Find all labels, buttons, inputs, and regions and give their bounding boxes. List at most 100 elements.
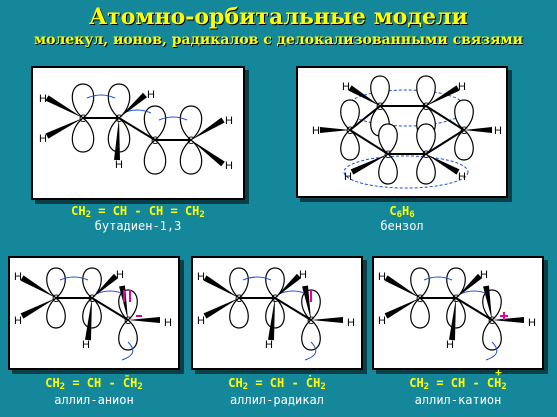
hydrogen-atom-label: H	[39, 133, 47, 145]
wedge-bond	[464, 127, 492, 133]
hydrogen-atom-label: H	[312, 125, 320, 137]
pi-overlap-line	[59, 276, 89, 281]
p-orbital-lobe	[340, 99, 360, 131]
carbon-atom-label: C	[376, 101, 384, 113]
p-orbital-lobe	[143, 105, 167, 141]
wedge-bond	[384, 275, 420, 298]
pi-cloud-bottom	[343, 155, 469, 189]
p-orbital-lobe	[143, 139, 167, 175]
wedge-bond	[492, 317, 524, 323]
hydrogen-atom-label: H	[342, 81, 350, 93]
benzene-formula: C6H6	[389, 204, 415, 220]
pi-overlap-line	[485, 341, 498, 361]
hydrogen-atom-label: H	[265, 339, 273, 351]
p-orbital-lobe	[229, 267, 249, 299]
carbon-atom-label: C	[422, 149, 430, 161]
hydrogen-atom-label: H	[147, 89, 155, 101]
wedge-bond	[456, 273, 483, 298]
wedge-bond	[85, 298, 92, 341]
p-orbital-lobe	[454, 129, 474, 161]
wedge-bond	[128, 317, 160, 323]
p-orbital-lobe	[410, 297, 430, 329]
wedge-bond	[320, 127, 350, 133]
wedge-bond	[449, 298, 456, 341]
sigma-bond	[118, 117, 156, 141]
butadiene-name: бутадиен-1,3	[94, 219, 182, 233]
p-orbital-lobe	[46, 267, 66, 299]
pi-overlap-line	[242, 276, 272, 281]
sigma-bond	[349, 105, 381, 131]
pi-overlap-line	[158, 116, 188, 121]
hydrogen-atom-label: H	[378, 315, 386, 327]
carbon-atom-label: C	[460, 125, 468, 137]
p-orbital-lobe	[229, 297, 249, 329]
hydrogen-atom-label: H	[344, 171, 352, 183]
p-orbital-lobe	[301, 319, 321, 351]
hydrogen-atom-label: H	[225, 115, 233, 127]
pi-overlap-line	[423, 276, 453, 281]
carbon-atom-label: C	[88, 293, 96, 305]
hydrogen-atom-label: H	[14, 315, 22, 327]
wedge-bond	[350, 154, 388, 175]
butadiene-formula: CH2 = CH - CH = CH2	[71, 204, 205, 220]
hydrogen-atom-label: H	[458, 171, 466, 183]
benzene-name: бензол	[380, 219, 424, 233]
pi-overlap-line	[86, 94, 116, 99]
wedge-bond	[45, 95, 83, 118]
wedge-bond	[483, 285, 492, 320]
hydrogen-atom-label: H	[494, 125, 502, 137]
pi-overlap-line	[304, 341, 317, 361]
hydrogen-atom-label: H	[458, 81, 466, 93]
p-orbital-lobe	[454, 99, 474, 131]
p-orbital-lobe	[378, 153, 398, 185]
wedge-bond	[20, 298, 56, 319]
p-orbital-lobe	[71, 83, 95, 119]
carbon-atom-label: C	[384, 149, 392, 161]
carbon-atom-label: C	[79, 113, 87, 125]
sigma-bond	[274, 297, 312, 321]
wedge-bond	[384, 298, 420, 319]
wedge-bond	[92, 273, 119, 298]
wedge-bond	[114, 118, 120, 161]
carbon-atom-label: C	[115, 113, 123, 125]
page-title: Атомно-орбитальные модели	[89, 4, 468, 30]
p-orbital-lobe	[482, 319, 502, 351]
hydrogen-atom-label: H	[39, 93, 47, 105]
wedge-bond	[311, 317, 343, 323]
hydrogen-atom-label: H	[197, 315, 205, 327]
sigma-bond	[91, 297, 129, 321]
wedge-bond	[191, 117, 225, 140]
carbon-atom-label: C	[124, 315, 132, 327]
p-orbital-lobe	[265, 267, 285, 299]
sigma-bond	[455, 297, 493, 321]
allyl-anion-name: аллил-анион	[54, 393, 134, 407]
allyl-radical-formula: CH2 = CH - ĊH2	[228, 376, 326, 392]
wedge-bond	[426, 85, 460, 106]
hydrogen-atom-label: H	[14, 271, 22, 283]
wedge-bond	[45, 118, 83, 139]
hydrogen-atom-label: H	[197, 271, 205, 283]
p-orbital-lobe	[71, 117, 95, 153]
wedge-bond	[119, 92, 147, 118]
p-orbital-lobe	[416, 123, 436, 155]
sigma-bond	[425, 129, 465, 155]
hydrogen-atom-label: H	[82, 339, 90, 351]
wedge-bond	[203, 275, 239, 298]
p-orbital-lobe	[340, 129, 360, 161]
p-orbital-lobe	[446, 297, 466, 329]
p-orbital-lobe	[410, 267, 430, 299]
wedge-bond	[275, 273, 302, 298]
hydrogen-atom-label: H	[480, 269, 488, 281]
sigma-bond	[425, 105, 465, 131]
wedge-bond	[20, 275, 56, 298]
p-orbital-lobe	[179, 105, 203, 141]
hydrogen-atom-label: H	[164, 317, 172, 329]
carbon-atom-label: C	[488, 315, 496, 327]
carbon-atom-label: C	[151, 135, 159, 147]
